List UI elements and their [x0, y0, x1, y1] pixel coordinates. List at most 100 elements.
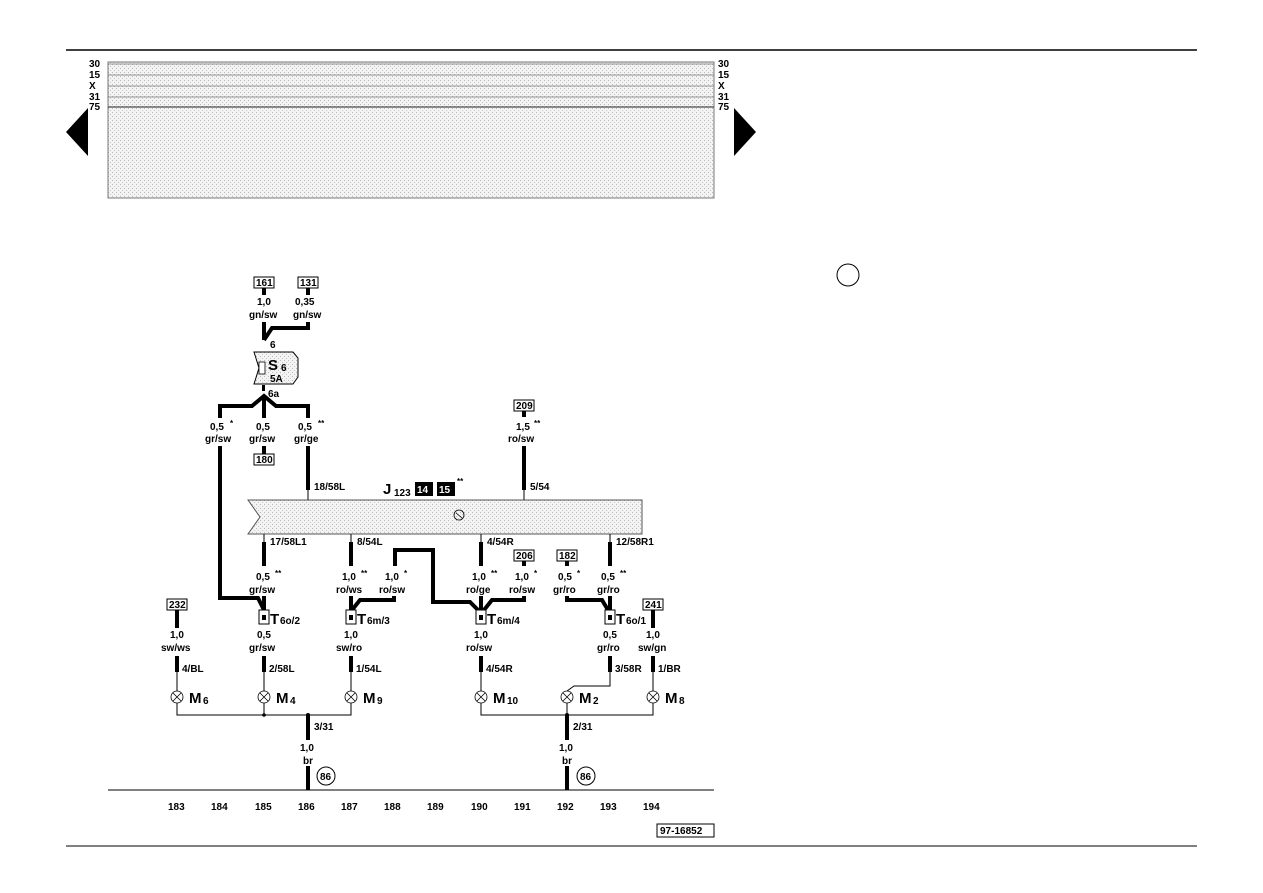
out2-size: 0,5: [256, 422, 270, 433]
svg-text:T: T: [270, 611, 279, 628]
ground-point-2[interactable]: 86: [576, 766, 596, 786]
connector-t6o1[interactable]: T 6o/1: [604, 609, 646, 628]
cu-output-pins: 17/58L1 8/54L 4/54R 12/58R1: [263, 534, 654, 548]
bus-area: [107, 61, 715, 199]
track-187: 187: [341, 802, 358, 813]
cu-number: 123: [394, 488, 411, 499]
w7-mark: **: [620, 569, 627, 578]
w5-color: ro/sw: [509, 585, 535, 596]
w2-mark: **: [361, 569, 368, 578]
svg-text:6o/1: 6o/1: [626, 616, 646, 627]
out3-color: gr/ge: [294, 434, 319, 445]
fuse-name: S: [268, 357, 278, 374]
triangle-left-icon[interactable]: [66, 108, 88, 156]
w2-size: 1,0: [342, 572, 356, 583]
control-unit-j123[interactable]: [247, 499, 643, 535]
lamp-m10[interactable]: M 10: [474, 690, 519, 707]
fuse-in-terminal: 6: [270, 340, 276, 351]
fuse-output-branches: [218, 393, 310, 418]
g1-size: 1,0: [300, 743, 314, 754]
w5-size: 1,0: [515, 572, 529, 583]
l2-size: 0,5: [257, 630, 271, 641]
connector-t6m3[interactable]: T 6m/3: [345, 609, 390, 628]
out1-size: 0,5: [210, 422, 224, 433]
cu-pin-left: 18/58L: [314, 482, 345, 493]
out1-mark: *: [230, 419, 234, 428]
svg-text:T: T: [616, 611, 625, 628]
lamp-leads: [176, 672, 654, 692]
l6-pin: 1/BR: [658, 664, 682, 675]
svg-text:M: M: [579, 690, 592, 707]
track-188: 188: [384, 802, 401, 813]
ref-241: 241: [645, 600, 662, 611]
ref-131-group: 131 0,35 gn/sw: [293, 276, 322, 321]
ref-206: 206: [516, 551, 533, 562]
l6-size: 1,0: [646, 630, 660, 641]
svg-text:M: M: [665, 690, 678, 707]
l3-pin: 1/54L: [356, 664, 382, 675]
out2-color: gr/sw: [249, 434, 275, 445]
lamp-m9[interactable]: M 9: [344, 690, 383, 707]
l5-size: 0,5: [603, 630, 617, 641]
w3-color: ro/sw: [379, 585, 405, 596]
ground-point-1[interactable]: 86: [316, 766, 336, 786]
g1-pin: 3/31: [314, 722, 334, 733]
fuse-number: 6: [281, 363, 287, 374]
connector-t6m4[interactable]: T 6m/4: [475, 609, 520, 628]
connector-t6o2[interactable]: T 6o/2: [258, 609, 300, 628]
ref-161-group: 161 1,0 gn/sw: [249, 276, 278, 321]
lamp-wire-labels: 1,0 sw/ws 0,5 gr/sw 1,0 sw/ro 1,0 ro/sw …: [161, 630, 666, 654]
lamp-m8[interactable]: M 8: [646, 690, 685, 707]
bus-labels-left: 30 15 X 31 75: [89, 59, 101, 113]
track-numbers: 183 184 185 186 187 188 189 190 191 192 …: [168, 802, 660, 813]
svg-text:2: 2: [593, 696, 599, 707]
bus-lines: [108, 63, 714, 108]
svg-text:6m/4: 6m/4: [497, 616, 520, 627]
w7-size: 0,5: [601, 572, 615, 583]
out3-mark: **: [318, 419, 325, 428]
svg-text:8: 8: [679, 696, 685, 707]
cu-pin-8-54l: 8/54L: [357, 537, 383, 548]
track-186: 186: [298, 802, 315, 813]
bus-label-30-right: 30: [718, 59, 730, 70]
track-194: 194: [643, 802, 660, 813]
track-191: 191: [514, 802, 531, 813]
l4-pin: 4/54R: [486, 664, 513, 675]
track-193: 193: [600, 802, 617, 813]
fuse-s6[interactable]: S 6 5A: [253, 351, 299, 385]
w4-size: 1,0: [472, 572, 486, 583]
g2-size: 1,0: [559, 743, 573, 754]
relay-wire-color: ro/sw: [508, 434, 534, 445]
ref-box-180[interactable]: [253, 453, 275, 466]
lamp-m2[interactable]: M 2: [560, 690, 599, 707]
l5-color: gr/ro: [597, 643, 620, 654]
track-185: 185: [255, 802, 272, 813]
ground-point-2-label: 86: [580, 772, 592, 783]
cu-pin-12-58r1: 12/58R1: [616, 537, 654, 548]
w4-color: ro/ge: [466, 585, 491, 596]
lamp-m4[interactable]: M 4: [257, 690, 296, 707]
w6-mark: *: [577, 569, 581, 578]
lamp-wires: [175, 656, 655, 672]
g2-color: br: [562, 756, 572, 767]
cu-pin-4-54r: 4/54R: [487, 537, 514, 548]
l4-color: ro/sw: [466, 643, 492, 654]
out3-size: 0,5: [298, 422, 312, 433]
lamp-m6[interactable]: M 6: [170, 690, 209, 707]
g2-pin: 2/31: [573, 722, 593, 733]
w6-color: gr/ro: [553, 585, 576, 596]
w3-mark: *: [404, 569, 408, 578]
svg-text:10: 10: [507, 696, 519, 707]
cu-pin-17-58l1: 17/58L1: [270, 537, 307, 548]
w4-mark: **: [491, 569, 498, 578]
cu-name: J: [383, 481, 391, 498]
fuse-rating: 5A: [270, 374, 283, 385]
svg-text:T: T: [357, 611, 366, 628]
ref-180: 180: [256, 455, 273, 466]
ref-161: 161: [256, 278, 273, 289]
triangle-right-icon[interactable]: [734, 108, 756, 156]
ref-209: 209: [516, 401, 533, 412]
svg-text:M: M: [276, 690, 289, 707]
ref-232: 232: [169, 600, 186, 611]
